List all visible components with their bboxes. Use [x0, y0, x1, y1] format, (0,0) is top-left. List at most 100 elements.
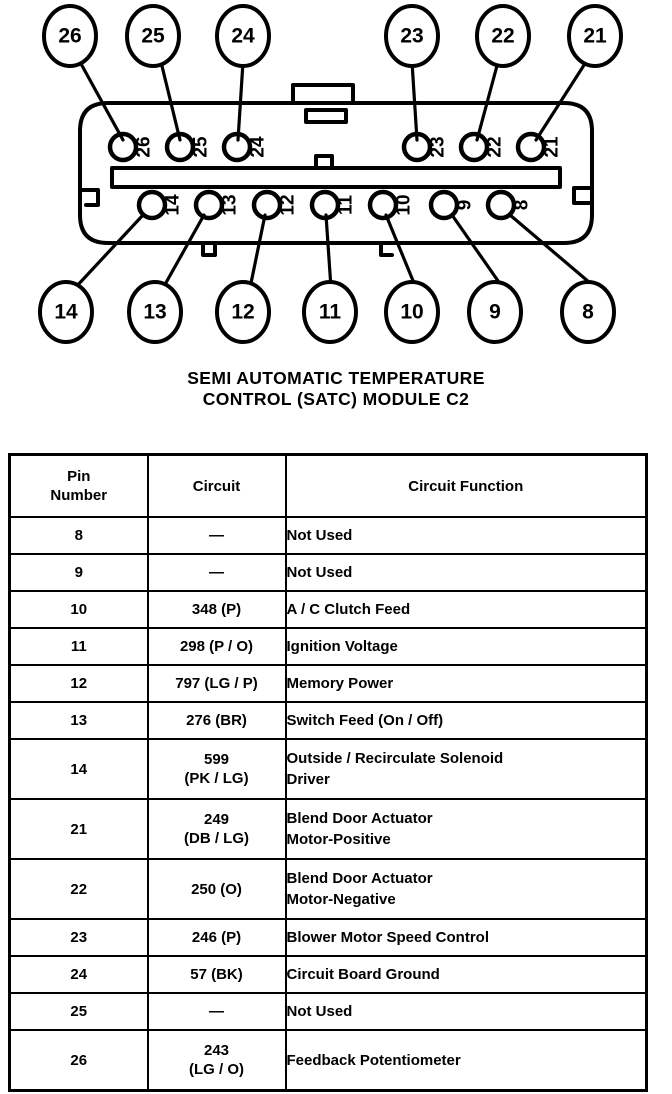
leader-line-8: [508, 213, 598, 290]
cell-function-line1: Blower Motor Speed Control: [286, 929, 490, 946]
cell-circuit-line2: (DB / LG): [184, 830, 249, 847]
cell-circuit-line2: (LG / O): [189, 1061, 244, 1078]
cell-pin-number: 11: [8, 627, 149, 666]
svg-text:24: 24: [248, 136, 269, 158]
pin-hole-21: 21: [515, 131, 563, 163]
cell-circuit-line1: —: [209, 527, 224, 544]
cell-pin-number: 25: [8, 992, 149, 1031]
column-header-circuit: Circuit: [146, 453, 287, 518]
cell-circuit-function: Not Used: [284, 516, 648, 555]
callout-balloons-top: 26 25 24 23 22 21: [42, 4, 623, 68]
cell-circuit: —: [146, 992, 287, 1031]
svg-text:26: 26: [58, 25, 81, 48]
header-pin-line2: Number: [50, 487, 108, 504]
cell-circuit: 348 (P): [146, 590, 287, 629]
cell-function-line1: Blend Door Actuator: [286, 870, 433, 887]
cell-circuit-function: Not Used: [284, 553, 648, 592]
cell-circuit: 250 (O): [146, 858, 287, 920]
cell-pin-number: 24: [8, 955, 149, 994]
pin-hole-25: 25: [164, 131, 212, 163]
callout-23: 23: [384, 4, 440, 68]
svg-text:8: 8: [582, 301, 594, 324]
connector-pinout-svg: 26 25 24 23 22 21: [38, 4, 623, 344]
cell-circuit-line1: —: [209, 1003, 224, 1020]
svg-text:22: 22: [485, 136, 506, 157]
cell-pin-number: 10: [8, 590, 149, 629]
connector-diagram: 26 25 24 23 22 21: [0, 0, 672, 350]
callout-13: 13: [127, 280, 183, 344]
cell-circuit-function: Ignition Voltage: [284, 627, 648, 666]
cell-circuit-function: A / C Clutch Feed: [284, 590, 648, 629]
cell-circuit: 246 (P): [146, 918, 287, 957]
pin-hole-22: 22: [458, 131, 506, 163]
cell-circuit: —: [146, 516, 287, 555]
cell-circuit-line1: 246 (P): [191, 929, 242, 946]
svg-text:9: 9: [489, 301, 501, 324]
cell-circuit-function: Blower Motor Speed Control: [284, 918, 648, 957]
cell-pin-number: 9: [8, 553, 149, 592]
connector-right-notch: [572, 186, 594, 205]
cell-circuit-line1: 276 (BR): [186, 712, 247, 729]
cell-circuit-line1: 250 (O): [191, 880, 242, 898]
cell-circuit-line1: 298 (P / O): [179, 638, 254, 655]
callout-12: 12: [215, 280, 271, 344]
cell-pin-number: 13: [8, 701, 149, 740]
table-row: 11 298 (P / O) Ignition Voltage: [8, 627, 648, 666]
cell-pin-number: 26: [8, 1029, 149, 1092]
pin-hole-24: 24: [221, 131, 269, 163]
cell-pin-number: 14: [8, 738, 149, 800]
callout-balloons-bottom: 14 13 12 11 10 9: [38, 280, 616, 344]
svg-text:26: 26: [134, 136, 155, 157]
cell-function-line1: Blend Door Actuator: [286, 810, 433, 827]
pin-hole-11: 11: [309, 189, 357, 221]
leader-line-10: [384, 213, 418, 290]
cell-circuit: 298 (P / O): [146, 627, 287, 666]
cell-circuit-function: Not Used: [284, 992, 648, 1031]
leader-line-22: [475, 60, 500, 142]
cell-circuit: 243 (LG / O): [146, 1029, 287, 1092]
pin-table-container: Pin Number Circuit Circuit Function 8 — No…: [8, 453, 648, 1092]
cell-circuit: 599(PK / LG): [146, 738, 287, 800]
connector-center-bar: [110, 166, 562, 189]
leader-line-21: [534, 60, 588, 142]
svg-text:22: 22: [491, 25, 514, 48]
leader-line-11: [324, 213, 333, 290]
header-pin-line1: Pin: [67, 468, 91, 485]
pin-holes-bottom: 14 13 12 11 10 9: [136, 189, 533, 221]
table-header-row: Pin Number Circuit Circuit Function: [8, 453, 648, 518]
cell-pin-number: 12: [8, 664, 149, 703]
svg-text:9: 9: [455, 200, 476, 211]
callout-25: 25: [125, 4, 181, 68]
pin-hole-13: 13: [193, 189, 241, 221]
cell-pin-number: 23: [8, 918, 149, 957]
connector-bottom-nub-right: [379, 241, 394, 257]
cell-function-line1: Feedback Potentiometer: [286, 1051, 461, 1069]
table-row: 8 — Not Used: [8, 516, 648, 555]
cell-circuit: 57 (BK): [146, 955, 287, 994]
cell-circuit-function: Feedback Potentiometer: [284, 1029, 648, 1092]
connector-body-outline: [78, 101, 594, 245]
pin-hole-26: 26: [107, 131, 155, 163]
pin-holes-top: 26 25 24 23 22 21: [107, 131, 563, 163]
svg-text:10: 10: [400, 301, 423, 324]
cell-circuit-line1: 243: [203, 1042, 230, 1059]
svg-text:13: 13: [220, 194, 241, 215]
cell-pin-number: 8: [8, 516, 149, 555]
cell-circuit: 249(DB / LG): [146, 798, 287, 860]
connector-left-notch: [78, 188, 100, 207]
pin-table: Pin Number Circuit Circuit Function 8 — No…: [8, 453, 648, 1092]
callout-8: 8: [560, 280, 616, 344]
callout-10: 10: [384, 280, 440, 344]
cell-function-line1: A / C Clutch Feed: [286, 601, 411, 618]
cell-circuit-function: Circuit Board Ground: [284, 955, 648, 994]
svg-text:25: 25: [191, 136, 212, 158]
callout-9: 9: [467, 280, 523, 344]
connector-center-nub: [314, 154, 334, 170]
